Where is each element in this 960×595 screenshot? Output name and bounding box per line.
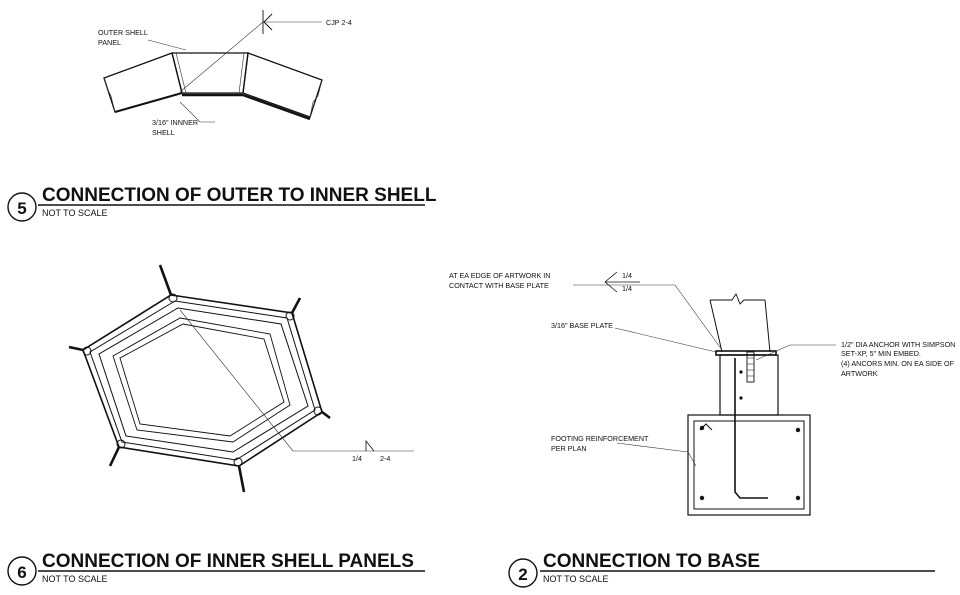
note-edge-contact-2: CONTACT WITH BASE PLATE: [449, 281, 549, 290]
detail-2-title: CONNECTION TO BASE: [543, 551, 760, 572]
note-anchor-1: 1/2" DIA ANCHOR WITH SIMPSON: [841, 340, 955, 349]
detail-6-title-block: [7, 556, 425, 586]
detail-6-drawing: [68, 264, 414, 493]
note-outer-shell-panel-1: OUTER SHELL: [98, 28, 148, 37]
detail-5-title: CONNECTION OF OUTER TO INNER SHELL: [42, 185, 437, 206]
note-inner-shell-1: 3/16" INNNER: [152, 118, 198, 127]
detail-5-number: 5: [17, 199, 26, 218]
note-footing-2: PER PLAN: [551, 444, 587, 453]
detail-5-title-block: [7, 192, 425, 222]
detail-5-scale: NOT TO SCALE: [42, 208, 108, 218]
note-inner-shell-2: SHELL: [152, 128, 175, 137]
note-anchor-2: SET-XP, 5" MIN EMBED.: [841, 349, 921, 358]
detail-5-drawing: [103, 10, 323, 123]
detail-2-number: 2: [518, 565, 527, 584]
detail-6-title: CONNECTION OF INNER SHELL PANELS: [42, 551, 414, 572]
note-footing-1: FOOTING REINFORCEMENT: [551, 434, 649, 443]
note-weld-size: 1/4: [352, 454, 362, 463]
detail-2-title-block: [508, 558, 935, 588]
detail-6-scale: NOT TO SCALE: [42, 574, 108, 584]
note-cjp-weld: CJP 2-4: [326, 18, 352, 27]
note-weld-length: 2-4: [380, 454, 390, 463]
note-weld-bottom: 1/4: [622, 284, 632, 293]
note-anchor-3: (4) ANCORS MIN. ON EA SIDE OF: [841, 359, 955, 368]
note-anchor-4: ARTWORK: [841, 369, 878, 378]
note-weld-top: 1/4: [622, 271, 632, 280]
detail-2-scale: NOT TO SCALE: [543, 574, 609, 584]
note-outer-shell-panel-2: PANEL: [98, 38, 121, 47]
detail-6-number: 6: [17, 563, 26, 582]
detail-2-drawing: [573, 271, 836, 516]
note-base-plate: 3/16" BASE PLATE: [551, 321, 613, 330]
note-edge-contact-1: AT EA EDGE OF ARTWORK IN: [449, 271, 550, 280]
